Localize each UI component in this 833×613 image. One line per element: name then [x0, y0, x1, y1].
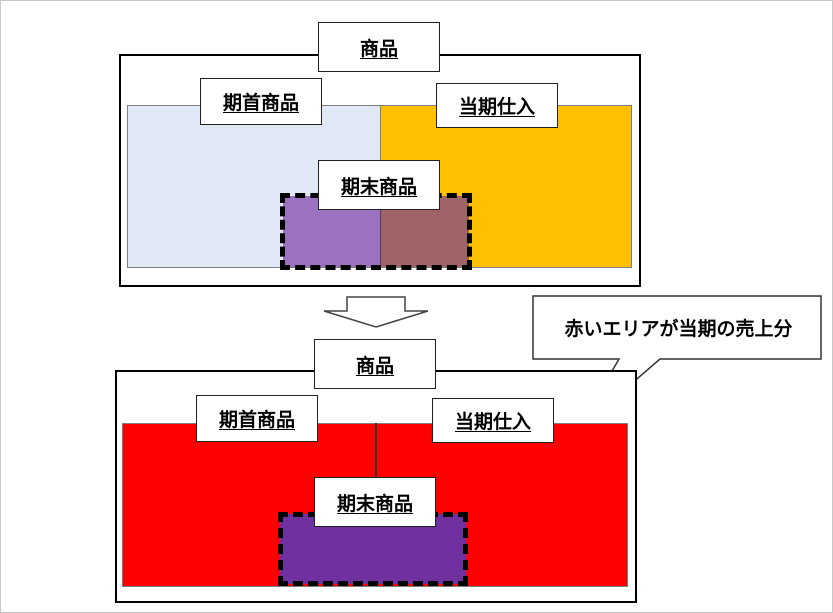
bottom-ending-inventory-label: 期末商品 — [314, 477, 436, 527]
bottom-divider-line — [375, 423, 377, 478]
bottom-purchases-label: 当期仕入 — [432, 398, 554, 443]
top-ending-inventory-label: 期末商品 — [318, 160, 440, 210]
down-arrow-icon — [323, 296, 429, 328]
top-goods-title: 商品 — [318, 22, 440, 72]
top-divider-line — [380, 196, 381, 267]
bottom-opening-inventory-label: 期首商品 — [196, 395, 318, 442]
callout-text: 赤いエリアが当期の売上分 — [564, 318, 793, 340]
bottom-goods-title: 商品 — [314, 339, 436, 389]
top-purchases-label: 当期仕入 — [436, 83, 558, 128]
top-opening-inventory-label: 期首商品 — [200, 78, 322, 125]
